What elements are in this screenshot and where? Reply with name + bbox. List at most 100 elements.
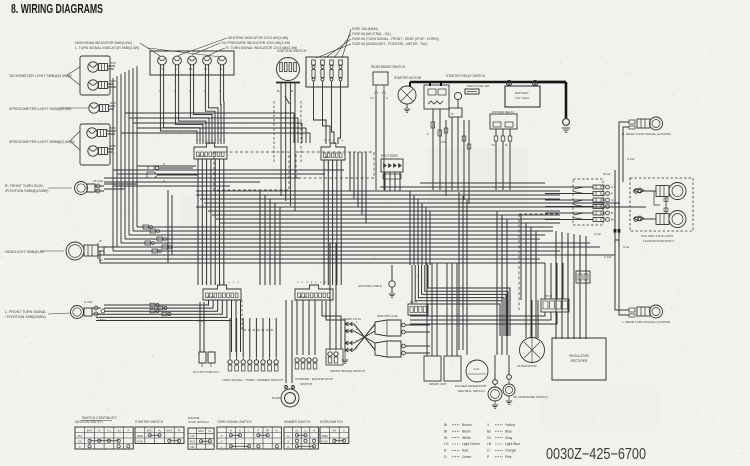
svg-text:HORN: HORN [272, 396, 281, 400]
svg-text:G: G [210, 140, 212, 142]
svg-text:W: W [444, 436, 448, 440]
svg-text:SPEEDOMETER LIGHT SMB@(3.4W): SPEEDOMETER LIGHT SMB@(3.4W) [9, 107, 71, 111]
svg-text:Br/W: Br/W [110, 126, 116, 130]
svg-text:N: N [287, 441, 289, 443]
svg-text:R: R [221, 436, 223, 438]
svg-text:Lo: Lo [287, 436, 290, 438]
svg-text:OIL PRESSURE SWITCH: OIL PRESSURE SWITCH [513, 395, 548, 399]
svg-text:BP FN: BP FN [410, 301, 417, 304]
svg-text:B: B [297, 282, 299, 284]
svg-text:Bu: Bu [277, 90, 281, 93]
svg-text:B: B [328, 140, 330, 142]
svg-text:Br: Br [291, 90, 294, 93]
svg-text:OFF: OFF [78, 436, 83, 438]
svg-text:W: W [99, 239, 102, 243]
svg-text:SWITCH: SWITCH [300, 382, 312, 386]
svg-text:SWITCH CONTINUITY: SWITCH CONTINUITY [82, 416, 118, 420]
svg-text:Bu: Bu [505, 144, 509, 147]
svg-text:RECTIFIER: RECTIFIER [571, 359, 589, 363]
svg-text:O: O [487, 449, 490, 453]
svg-text:CLUTCH SWITCH: CLUTCH SWITCH [193, 370, 219, 374]
svg-text:R. FRONT TURN SIGN.: R. FRONT TURN SIGN. [5, 184, 44, 188]
svg-text:1: 1 [356, 320, 358, 324]
svg-text:Br/W: Br/W [110, 144, 116, 148]
svg-text:SPEEDOMETER LIGHT SMB@(3.4W)*2: SPEEDOMETER LIGHT SMB@(3.4W)*2 [9, 140, 75, 144]
svg-text:BAT2: BAT2 [198, 430, 204, 433]
svg-text:TACHOMETER LIGHT SMB@(3.4W)*2: TACHOMETER LIGHT SMB@(3.4W)*2 [9, 74, 72, 78]
svg-text:HL: HL [295, 430, 299, 432]
svg-text:Y/G: Y/G [491, 144, 495, 147]
svg-text:Br: Br [444, 423, 448, 427]
svg-text:G: G [201, 140, 203, 142]
svg-text:G: G [223, 140, 225, 142]
svg-text:B: B [302, 282, 304, 284]
svg-text:P: P [258, 430, 260, 432]
svg-text:RUN: RUN [190, 442, 195, 444]
svg-text:STARTER SWITCH: STARTER SWITCH [135, 420, 164, 424]
svg-text:B: B [611, 193, 613, 196]
svg-text:P: P [79, 447, 81, 449]
svg-text:TURN SIGNAL - HORN - DIMMER SW: TURN SIGNAL - HORN - DIMMER SWITCH [222, 378, 283, 382]
svg-text:E: E [343, 430, 345, 432]
svg-text:B: B [342, 140, 344, 142]
svg-text:Brown: Brown [462, 423, 472, 427]
svg-text:STARTER RELAY SWITCH: STARTER RELAY SWITCH [446, 74, 486, 78]
svg-text:LB: LB [487, 442, 492, 446]
svg-text:Light Blue: Light Blue [505, 442, 520, 446]
svg-text:TL2: TL2 [117, 430, 122, 432]
svg-text:R: R [239, 430, 241, 432]
svg-text:B: B [163, 163, 165, 166]
svg-text:OIL PRESSURE INDICATOR 12V3.4W: OIL PRESSURE INDICATOR 12V3.4W(3.4W) [221, 41, 290, 45]
svg-text:BAT3: BAT3 [167, 429, 173, 432]
svg-text:0030Z−425−6700: 0030Z−425−6700 [546, 446, 646, 463]
svg-text:B: B [306, 282, 308, 284]
svg-text:/POSITION SMB@(23/8W): /POSITION SMB@(23/8W) [5, 189, 48, 193]
svg-text:B: B [315, 282, 317, 284]
svg-text:LB tail: LB tail [603, 173, 610, 176]
svg-text:Blue: Blue [505, 429, 512, 433]
svg-text:L. REAR TURN SIGNAL (12V23W): L. REAR TURN SIGNAL (12V23W) [622, 320, 670, 324]
svg-text:G: G [223, 282, 225, 284]
svg-text:PUSH: PUSH [322, 441, 329, 443]
svg-text:G: G [228, 282, 230, 284]
svg-text:G: G [219, 140, 221, 142]
svg-text:BAT2: BAT2 [147, 429, 153, 432]
svg-text:Hi: Hi [287, 447, 290, 449]
svg-text:/ POSITION SMB(23/8W): / POSITION SMB(23/8W) [5, 315, 46, 319]
svg-text:GROUND CABLE: GROUND CABLE [358, 284, 382, 288]
svg-text:OFF: OFF [190, 447, 195, 449]
svg-text:BAT1: BAT1 [87, 429, 93, 432]
svg-text:ENGINE: ENGINE [188, 416, 200, 420]
svg-text:IG: IG [98, 430, 101, 432]
svg-text:BATTERY: BATTERY [515, 91, 529, 95]
svg-text:Br/W: Br/W [110, 79, 116, 83]
svg-text:PUSH: PUSH [137, 441, 144, 443]
svg-text:REGULATOR: REGULATOR [569, 354, 589, 358]
svg-text:TR: TR [204, 68, 207, 71]
svg-text:R. TURN SIGNAL INDICATOR 12V3.: R. TURN SIGNAL INDICATOR 12V3.4W(3.4W) [226, 46, 297, 50]
svg-text:9P (M): 9P (M) [198, 154, 206, 158]
svg-text:ON: ON [78, 441, 82, 443]
svg-text:Br/W: Br/W [110, 101, 116, 105]
svg-text:ALTERNATOR: ALTERNATOR [517, 364, 538, 368]
svg-text:MAIN FUSE 30A: MAIN FUSE 30A [467, 84, 490, 88]
svg-text:G/Y: G/Y [611, 186, 616, 189]
svg-text:TL: TL [220, 68, 223, 71]
svg-text:IGNITION COIL: IGNITION COIL [377, 314, 399, 318]
svg-text:Green: Green [462, 455, 472, 459]
svg-text:WINKER RELAY: WINKER RELAY [492, 110, 514, 114]
svg-text:G tail: G tail [623, 246, 629, 249]
svg-text:NEUTRAL INDICATOR 12V3.4W(3.4W: NEUTRAL INDICATOR 12V3.4W(3.4W) [228, 36, 288, 40]
svg-text:PL: PL [275, 430, 279, 432]
svg-text:B: B [311, 282, 313, 284]
svg-text:N: N [175, 68, 177, 71]
svg-text:SPARK PLUG: SPARK PLUG [342, 317, 362, 321]
svg-text:6P: 6P [325, 155, 328, 159]
svg-text:TURN SIGNAL SWITCH: TURN SIGNAL SWITCH [217, 420, 252, 424]
svg-text:RECTIFIER: RECTIFIER [381, 154, 399, 158]
svg-text:Red: Red [462, 449, 468, 453]
svg-text:12V 14AH: 12V 14AH [515, 96, 529, 100]
svg-text:Lo: Lo [304, 430, 307, 432]
svg-text:HO: HO [333, 430, 337, 432]
svg-text:6P (M): 6P (M) [299, 295, 307, 299]
